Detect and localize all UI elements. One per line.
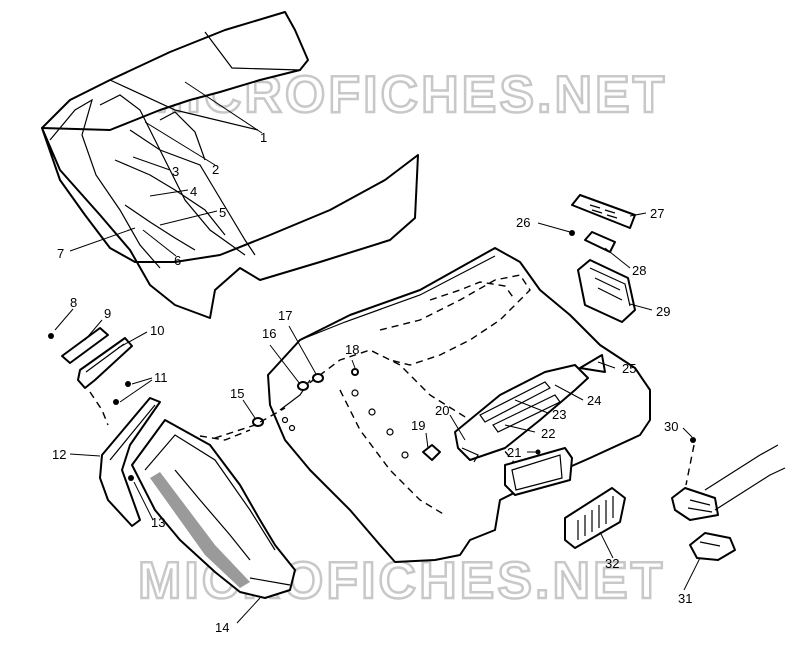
windshield-assembly	[41, 11, 419, 319]
dash-panel-20	[454, 364, 589, 463]
callout-6: 6	[174, 253, 181, 268]
leader-lines	[54, 81, 701, 624]
callout-21: 21	[507, 445, 521, 460]
callout-22: 22	[541, 426, 555, 441]
callout-32: 32	[605, 556, 619, 571]
callout-8: 8	[70, 295, 77, 310]
callout-15: 15	[230, 386, 244, 401]
callout-12: 12	[52, 447, 66, 462]
callout-28: 28	[632, 263, 646, 278]
callout-14: 14	[215, 620, 229, 635]
callout-7: 7	[57, 246, 64, 261]
grommet-17	[312, 373, 324, 383]
latch-31	[689, 532, 736, 561]
callout-29: 29	[656, 304, 670, 319]
bracket-19	[422, 444, 441, 461]
alignment-line-14	[199, 429, 251, 441]
mount-10	[77, 337, 133, 389]
hinge-plate	[671, 487, 719, 521]
screw-18	[351, 368, 359, 376]
bumper-12	[99, 397, 161, 527]
bolt-13	[128, 475, 134, 481]
callout-13: 13	[151, 515, 165, 530]
screw-26	[569, 230, 575, 236]
hinge-bar	[704, 444, 786, 511]
callout-1: 1	[260, 130, 267, 145]
alignment-line-30	[685, 444, 695, 486]
callout-27: 27	[650, 206, 664, 221]
callout-9: 9	[104, 306, 111, 321]
callout-19: 19	[411, 418, 425, 433]
alignment-line-10	[89, 391, 109, 426]
callout-30: 30	[664, 419, 678, 434]
alignment-line-15	[214, 407, 286, 439]
grommet-16	[297, 381, 309, 391]
callout-24: 24	[587, 393, 601, 408]
callout-23: 23	[552, 407, 566, 422]
callout-26: 26	[516, 215, 530, 230]
vent-32	[564, 487, 626, 549]
callout-5: 5	[219, 205, 226, 220]
switch-28	[584, 231, 616, 253]
callout-18: 18	[345, 342, 359, 357]
callout-20: 20	[435, 403, 449, 418]
callout-3: 3	[172, 164, 179, 179]
callout-25: 25	[622, 361, 636, 376]
screw-30	[690, 437, 696, 443]
callout-2: 2	[212, 162, 219, 177]
nose-cone-14	[131, 419, 296, 599]
housing-29	[577, 259, 636, 323]
callout-31: 31	[678, 591, 692, 606]
callout-labels: 1 2 3 4 5 6 7 8 9 10 11 12 13 14 15 16 1…	[52, 130, 692, 635]
switch-panel-27	[571, 194, 636, 229]
screws-11	[113, 381, 131, 405]
callout-4: 4	[190, 184, 197, 199]
callout-11: 11	[154, 370, 168, 385]
callout-17: 17	[278, 308, 292, 323]
screw-21	[535, 449, 541, 455]
callout-10: 10	[150, 323, 164, 338]
callout-16: 16	[262, 326, 276, 341]
screw-8	[48, 333, 54, 339]
